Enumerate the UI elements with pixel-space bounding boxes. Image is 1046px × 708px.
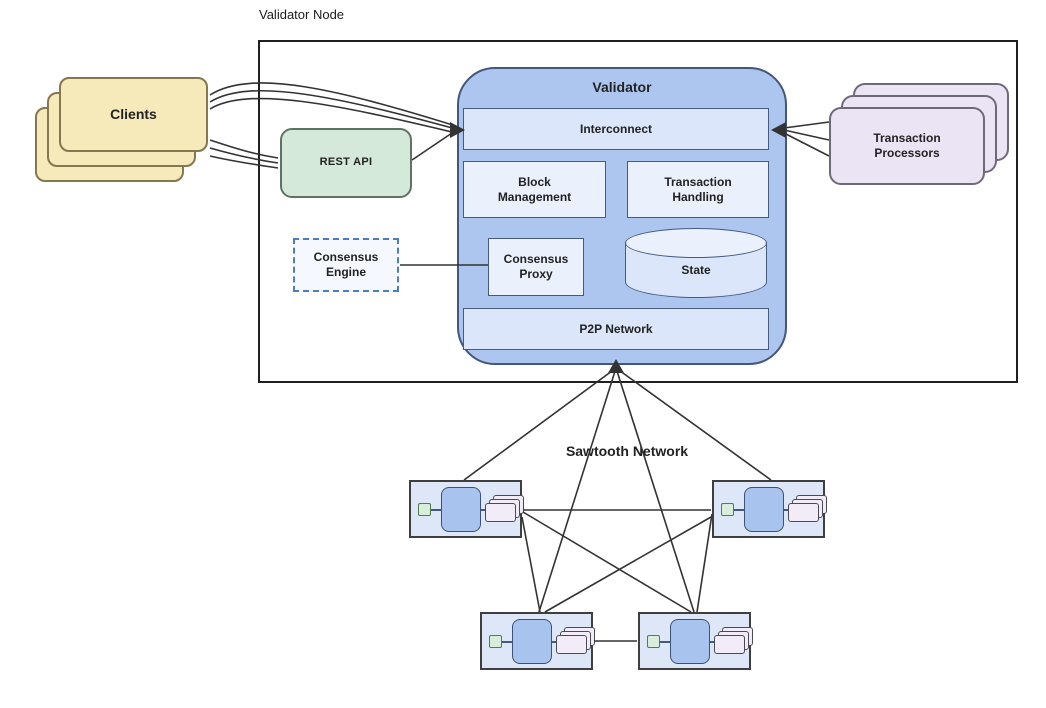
- state-database-cylinder: [625, 228, 767, 300]
- rest-api-mini-icon: [489, 635, 502, 648]
- mini-connector: [660, 641, 670, 643]
- mini-connector: [502, 641, 512, 643]
- block-management-box: Block Management: [463, 161, 606, 218]
- network-node-top-left: [409, 480, 525, 538]
- interconnect-label: Interconnect: [579, 121, 652, 136]
- validator-mini-icon: [512, 619, 552, 664]
- rest-api-mini-icon: [721, 503, 734, 516]
- transaction-processors-mini-icon: [714, 627, 754, 659]
- transaction-processors-box: Transaction Processors: [829, 107, 985, 185]
- sawtooth-network-label: Sawtooth Network: [565, 443, 689, 459]
- consensus-engine-box: Consensus Engine: [293, 238, 399, 292]
- mini-connector: [784, 509, 791, 511]
- transaction-processors-mini-icon: [556, 627, 596, 659]
- p2p-network-box: P2P Network: [463, 308, 769, 350]
- rest-api-mini-icon: [418, 503, 431, 516]
- interconnect-box: Interconnect: [463, 108, 769, 150]
- transaction-processors-label: Transaction Processors: [873, 131, 941, 160]
- mini-connector: [734, 509, 744, 511]
- transaction-handling-box: Transaction Handling: [627, 161, 769, 218]
- validator-mini-icon: [744, 487, 784, 532]
- mini-connector: [552, 641, 559, 643]
- consensus-proxy-box: Consensus Proxy: [488, 238, 584, 296]
- validator-mini-icon: [670, 619, 710, 664]
- mini-connector: [431, 509, 441, 511]
- p2p-network-label: P2P Network: [579, 321, 653, 336]
- consensus-proxy-label: Consensus Proxy: [503, 252, 569, 281]
- rest-api-mini-icon: [647, 635, 660, 648]
- validator-title: Validator: [592, 79, 652, 95]
- network-node-bottom-left: [480, 612, 596, 670]
- network-node-bottom-right: [638, 612, 754, 670]
- transaction-processors-mini-icon: [485, 495, 525, 527]
- state-cylinder-top: [625, 228, 767, 258]
- validator-mini-icon: [441, 487, 481, 532]
- rest-api-label: REST API: [319, 156, 373, 169]
- clients-label: Clients: [110, 105, 157, 122]
- rest-api-box: REST API: [280, 128, 412, 198]
- block-management-label: Block Management: [497, 174, 572, 204]
- mini-connector: [481, 509, 488, 511]
- network-node-top-right: [712, 480, 828, 538]
- mini-connector: [710, 641, 717, 643]
- transaction-processors-mini-icon: [788, 495, 828, 527]
- validator-node-label: Validator Node: [259, 7, 345, 22]
- consensus-engine-label: Consensus Engine: [313, 250, 379, 279]
- transaction-handling-label: Transaction Handling: [664, 174, 732, 204]
- clients-box: Clients: [59, 77, 208, 152]
- state-label: State: [681, 262, 711, 277]
